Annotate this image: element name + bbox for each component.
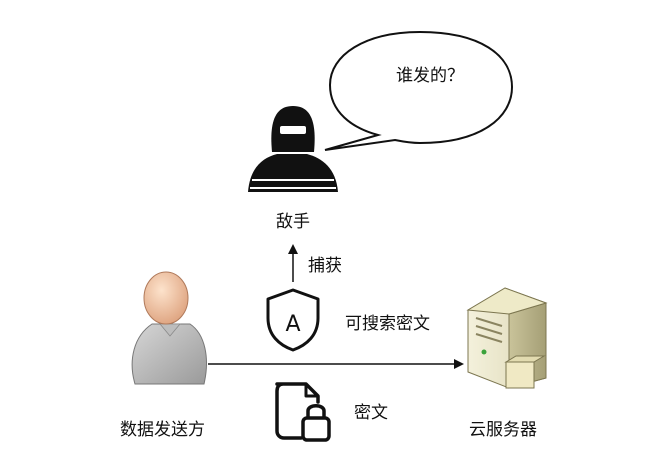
capture-label: 捕获 — [308, 256, 342, 276]
speech-bubble — [324, 30, 514, 151]
server-label: 云服务器 — [469, 420, 537, 440]
sender-label: 数据发送方 — [120, 420, 205, 440]
person-icon — [131, 271, 207, 385]
svg-text:A: A — [285, 312, 300, 337]
searchable-ciphertext-label: 可搜索密文 — [345, 314, 430, 334]
shield-a-icon: A — [266, 288, 320, 352]
server-icon — [466, 287, 548, 389]
ciphertext-label: 密文 — [354, 403, 388, 423]
adversary-label: 敌手 — [276, 212, 310, 232]
hooded-attacker-icon — [248, 106, 338, 192]
locked-document-icon — [275, 382, 331, 442]
bubble-text: 谁发的？ — [396, 66, 464, 86]
